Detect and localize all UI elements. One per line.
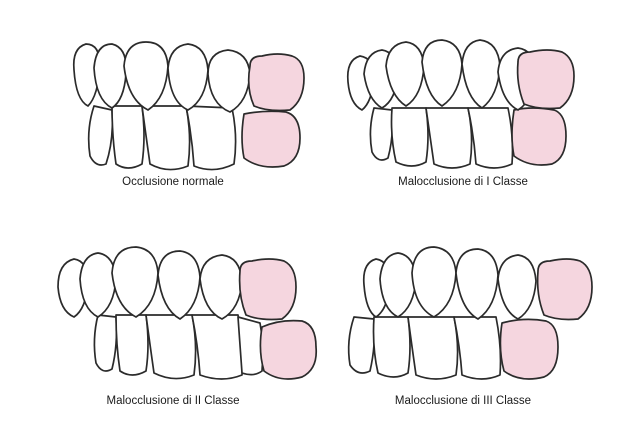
- upper-tooth: [112, 247, 158, 317]
- upper-tooth: [456, 249, 498, 319]
- lower-tooth: [192, 315, 243, 379]
- upper-molar: [538, 259, 592, 320]
- upper-molar: [518, 50, 574, 109]
- lower-molar: [260, 321, 316, 379]
- upper-tooth: [200, 255, 242, 319]
- lower-tooth: [186, 106, 236, 170]
- upper-tooth: [158, 251, 200, 319]
- upper-tooth: [412, 247, 456, 317]
- caption-normal-occlusion: Occlusione normale: [28, 176, 318, 188]
- class-2-drawing: [28, 225, 318, 395]
- upper-tooth: [124, 42, 168, 110]
- upper-tooth: [498, 255, 536, 319]
- upper-tooth: [168, 44, 208, 110]
- class-1-drawing: [318, 18, 608, 178]
- lower-tooth: [89, 106, 113, 165]
- upper-tooth: [380, 253, 416, 317]
- panel-normal-occlusion: Occlusione normale: [28, 18, 318, 203]
- lower-tooth: [112, 106, 144, 168]
- lower-tooth: [374, 317, 411, 377]
- panel-class-3-malocclusion: Malocclusione di III Classe: [318, 225, 608, 410]
- lower-tooth: [94, 315, 116, 371]
- caption-class-3: Malocclusione di III Classe: [318, 395, 608, 407]
- lower-tooth: [408, 317, 458, 379]
- panel-class-2-malocclusion: Malocclusione di II Classe: [28, 225, 318, 410]
- normal-occlusion-drawing: [28, 18, 318, 178]
- caption-class-1: Malocclusione di I Classe: [318, 176, 608, 188]
- lower-tooth: [349, 317, 375, 373]
- lower-tooth: [392, 108, 429, 166]
- upper-molar: [249, 54, 304, 111]
- lower-tooth: [238, 317, 263, 375]
- lower-tooth: [142, 106, 190, 170]
- lower-tooth: [116, 315, 148, 375]
- upper-molar: [240, 259, 296, 320]
- upper-tooth: [208, 50, 250, 112]
- lower-tooth: [426, 108, 472, 168]
- caption-class-2: Malocclusione di II Classe: [28, 395, 318, 407]
- lower-tooth: [370, 108, 392, 160]
- upper-tooth: [422, 40, 462, 106]
- lower-molar: [512, 108, 566, 165]
- upper-tooth: [94, 44, 126, 108]
- lower-tooth: [146, 315, 196, 379]
- class-3-drawing: [318, 225, 608, 395]
- panel-class-1-malocclusion: Malocclusione di I Classe: [318, 18, 608, 203]
- lower-tooth: [454, 317, 501, 379]
- lower-molar: [500, 319, 558, 379]
- upper-tooth: [80, 253, 116, 317]
- upper-tooth: [462, 40, 500, 108]
- lower-tooth: [468, 108, 513, 168]
- lower-molar: [242, 111, 300, 167]
